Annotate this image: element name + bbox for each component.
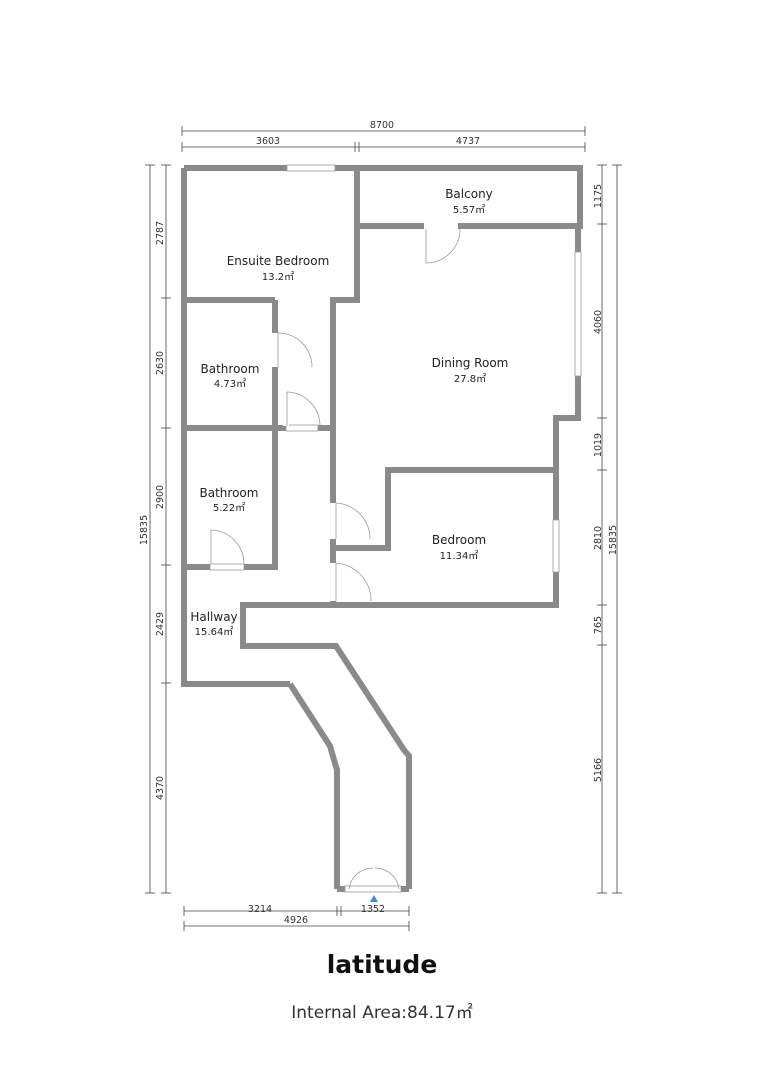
room-area-ensuite-bedroom: 13.2㎡ [262,271,294,283]
entry-threshold [344,885,402,893]
room-name-bedroom: Bedroom [432,533,486,547]
window-bedroom [552,519,560,573]
room-name-bathroom-2: Bathroom [200,486,259,500]
room-labels: Balcony 5.57㎡ Ensuite Bedroom 13.2㎡ Bath… [190,187,508,638]
plan-title: latitude [326,950,438,979]
left-dimensions: 15835 2787 2630 2900 2429 4370 [139,164,171,894]
dim-right-3: 1019 [593,433,604,457]
window-dining [574,251,582,377]
room-name-balcony: Balcony [445,187,493,201]
dim-top-left: 3603 [256,136,280,147]
dim-left-5: 4370 [155,776,166,800]
dim-top-right: 4737 [456,136,480,147]
room-area-bathroom-2: 5.22㎡ [213,502,245,514]
dim-left-3: 2900 [155,485,166,509]
walls [181,165,583,892]
dim-right-6: 5166 [593,758,604,782]
right-dimensions: 1175 4060 1019 2810 765 5166 15835 [593,164,622,894]
dim-bottom-left: 3214 [248,904,272,915]
room-name-bathroom-1: Bathroom [201,362,260,376]
dim-right-total: 15835 [608,525,619,555]
top-dimensions: 8700 3603 4737 [181,120,586,152]
doors [210,223,461,902]
room-area-bedroom: 11.34㎡ [440,550,479,562]
windows [209,164,582,893]
dim-left-1: 2787 [155,221,166,245]
room-name-dining-room: Dining Room [432,356,509,370]
dim-right-1: 1175 [593,184,604,208]
dim-left-2: 2630 [155,351,166,375]
room-area-bathroom-1: 4.73㎡ [214,378,246,390]
internal-area: Internal Area:84.17㎡ [291,1003,473,1023]
dim-right-5: 765 [593,616,604,634]
room-area-dining-room: 27.8㎡ [454,373,486,385]
window-bath2 [209,563,245,571]
room-area-hallway: 15.64㎡ [195,626,234,638]
dim-bottom-right: 1352 [361,904,385,915]
entry-arrow-icon [370,895,378,902]
window-ensuite [286,164,336,172]
dim-bottom-total: 4926 [284,915,308,926]
dim-left-4: 2429 [155,612,166,636]
dim-right-4: 2810 [593,526,604,550]
dim-left-total: 15835 [139,515,150,545]
dim-right-2: 4060 [593,310,604,334]
room-name-hallway: Hallway [190,610,237,624]
bottom-dimensions: 3214 1352 4926 [183,904,410,931]
room-name-ensuite-bedroom: Ensuite Bedroom [227,254,330,268]
room-area-balcony: 5.57㎡ [453,204,485,216]
dim-top-total: 8700 [370,120,394,131]
window-bath1-door [285,424,319,432]
